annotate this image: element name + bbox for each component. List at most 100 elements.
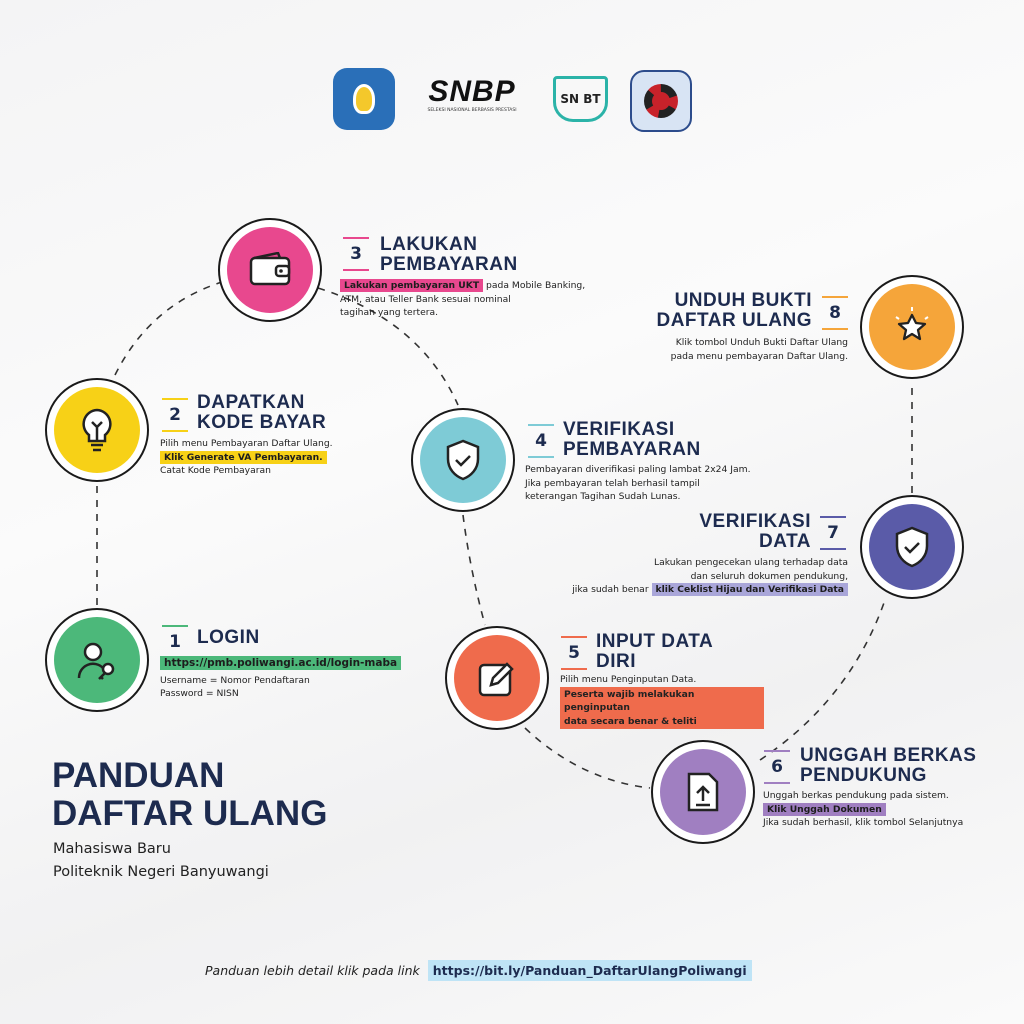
snbt-logo: SN BT — [553, 76, 608, 122]
step-5-highlight-line2: data secara benar & teliti — [564, 715, 697, 727]
edit-icon — [478, 662, 514, 697]
page-subtitle-line2: Politeknik Negeri Banyuwangi — [53, 864, 269, 880]
shield-check-icon — [895, 526, 929, 568]
connector-6-7 — [759, 599, 886, 761]
step-4-title-line1: VERIFIKASI — [563, 419, 675, 440]
footer-text: Panduan lebih detail klik pada link — [205, 963, 420, 978]
step-3-line1: pada Mobile Banking, — [483, 280, 586, 291]
step-6-description: Unggah berkas pendukung pada sistem. Kli… — [763, 789, 963, 830]
step-3-title-line2: PEMBAYARAN — [380, 254, 518, 275]
page-title: PANDUAN DAFTAR ULANG — [52, 757, 327, 833]
page-subtitle-line1: Mahasiswa Baru — [53, 841, 171, 857]
step-8-title-line2: DAFTAR ULANG — [656, 310, 812, 331]
step-3-number: 3 — [343, 237, 369, 271]
step-4-line1: Pembayaran diverifikasi paling lambat 2x… — [525, 464, 751, 475]
step-2-highlight: Klik Generate VA Pembayaran. — [160, 450, 327, 464]
step-1-number: 1 — [162, 625, 188, 659]
step-1-line2: Password = NISN — [160, 688, 239, 699]
step-6-line2: Jika sudah berhasil, klik tombol Selanju… — [763, 817, 964, 828]
step-5-description: Pilih menu Penginputan Data. Peserta waj… — [560, 673, 764, 729]
step-7-line3: jika sudah benar — [572, 584, 652, 595]
step-5-circle — [445, 626, 549, 730]
step-2-line1: Pilih menu Pembayaran Daftar Ulang. — [160, 438, 333, 449]
step-5-title-line1: INPUT DATA — [596, 631, 714, 652]
step-7-line1: Lakukan pengecekan ulang terhadap data — [654, 557, 848, 568]
connector-4-5 — [462, 514, 486, 626]
step-5-line1: Pilih menu Penginputan Data. — [560, 674, 697, 685]
step-3-description: Lakukan pembayaran UKT pada Mobile Banki… — [340, 279, 585, 320]
step-4-line2: Jika pembayaran telah berhasil tampil — [525, 477, 700, 489]
logo-emblem — [353, 84, 375, 114]
snbt-logo-text: SN BT — [560, 92, 601, 106]
step-5-title-line2: DIRI — [596, 651, 636, 672]
step-8-line2: pada menu pembayaran Daftar Ulang. — [670, 350, 848, 362]
step-3-line2: ATM, atau Teller Bank sesuai nominal — [340, 293, 511, 305]
step-7-title-line1: VERIFIKASI — [699, 511, 811, 532]
user-key-icon — [77, 642, 115, 680]
step-3-circle — [218, 218, 322, 322]
step-7-title-line2: DATA — [759, 531, 811, 552]
step-3-title-line1: LAKUKAN — [380, 234, 478, 255]
step-4-description: Pembayaran diverifikasi paling lambat 2x… — [525, 463, 751, 504]
step-7-highlight: klik Ceklist Hijau dan Verifikasi Data — [651, 583, 848, 596]
snbp-logo-subtext: SELEKSI NASIONAL BERBASIS PRESTASI — [427, 108, 517, 113]
step-1-line1: Username = Nomor Pendaftaran — [160, 674, 310, 686]
polinema-logo — [630, 70, 692, 132]
step-2-title-line2: KODE BAYAR — [197, 412, 327, 433]
page-title-line1: PANDUAN — [52, 756, 225, 795]
connector-5-6 — [524, 727, 651, 789]
step-7-number: 7 — [820, 516, 846, 550]
snbp-logo-text: SNBP — [428, 75, 516, 108]
wallet-icon — [249, 252, 291, 286]
step-7-description: Lakukan pengecekan ulang terhadap data d… — [572, 556, 848, 597]
shield-check-icon — [446, 439, 480, 481]
step-8-line1: Klik tombol Unduh Bukti Daftar Ulang — [675, 337, 848, 348]
page-subtitle: Mahasiswa Baru Politeknik Negeri Banyuwa… — [53, 838, 269, 884]
step-1-circle — [45, 608, 149, 712]
step-6-highlight: Klik Unggah Dokumen — [763, 802, 886, 816]
step-8-number: 8 — [822, 296, 848, 330]
lightbulb-icon — [82, 408, 112, 452]
step-6-title-line1: UNGGAH BERKAS — [800, 745, 977, 766]
step-7-line2: dan seluruh dokumen pendukung, — [690, 570, 848, 582]
step-5-number: 5 — [561, 636, 587, 670]
step-2-line2: Catat Kode Pembayaran — [160, 465, 271, 476]
step-3-line3: tagihan yang tertera. — [340, 307, 439, 318]
step-4-circle — [411, 408, 515, 512]
star-icon — [895, 307, 929, 341]
snbp-logo: SNBP SELEKSI NASIONAL BERBASIS PRESTASI — [410, 76, 534, 120]
step-3-highlight: Lakukan pembayaran UKT — [340, 279, 484, 292]
step-4-title-line2: PEMBAYARAN — [563, 439, 701, 460]
step-8-description: Klik tombol Unduh Bukti Daftar Ulang pad… — [671, 336, 848, 363]
tut-wuri-handayani-logo — [333, 68, 395, 130]
step-2-circle — [45, 378, 149, 482]
step-2-description: Pilih menu Pembayaran Daftar Ulang. Klik… — [160, 437, 333, 478]
login-link[interactable]: https://pmb.poliwangi.ac.id/login-maba — [160, 656, 402, 670]
step-6-circle — [651, 740, 755, 844]
step-1-description: https://pmb.poliwangi.ac.id/login-maba U… — [160, 656, 402, 701]
step-1-title: LOGIN — [197, 627, 260, 648]
step-4-line3: keterangan Tagihan Sudah Lunas. — [525, 491, 681, 502]
step-6-line1: Unggah berkas pendukung pada sistem. — [763, 790, 949, 801]
step-8-title-line1: UNDUH BUKTI — [674, 290, 812, 311]
step-7-circle — [860, 495, 964, 599]
file-upload-icon — [687, 772, 719, 812]
step-6-number: 6 — [764, 750, 790, 784]
connector-2-3 — [114, 281, 223, 376]
step-8-circle — [860, 275, 964, 379]
step-4-number: 4 — [528, 424, 554, 458]
guide-link[interactable]: https://bit.ly/Panduan_DaftarUlangPoliwa… — [427, 960, 752, 981]
step-2-title-line1: DAPATKAN — [197, 392, 305, 413]
page-title-line2: DAFTAR ULANG — [52, 794, 328, 833]
gear-emblem — [644, 84, 678, 118]
step-2-number: 2 — [162, 398, 188, 432]
footer: Panduan lebih detail klik pada link http… — [205, 960, 752, 981]
